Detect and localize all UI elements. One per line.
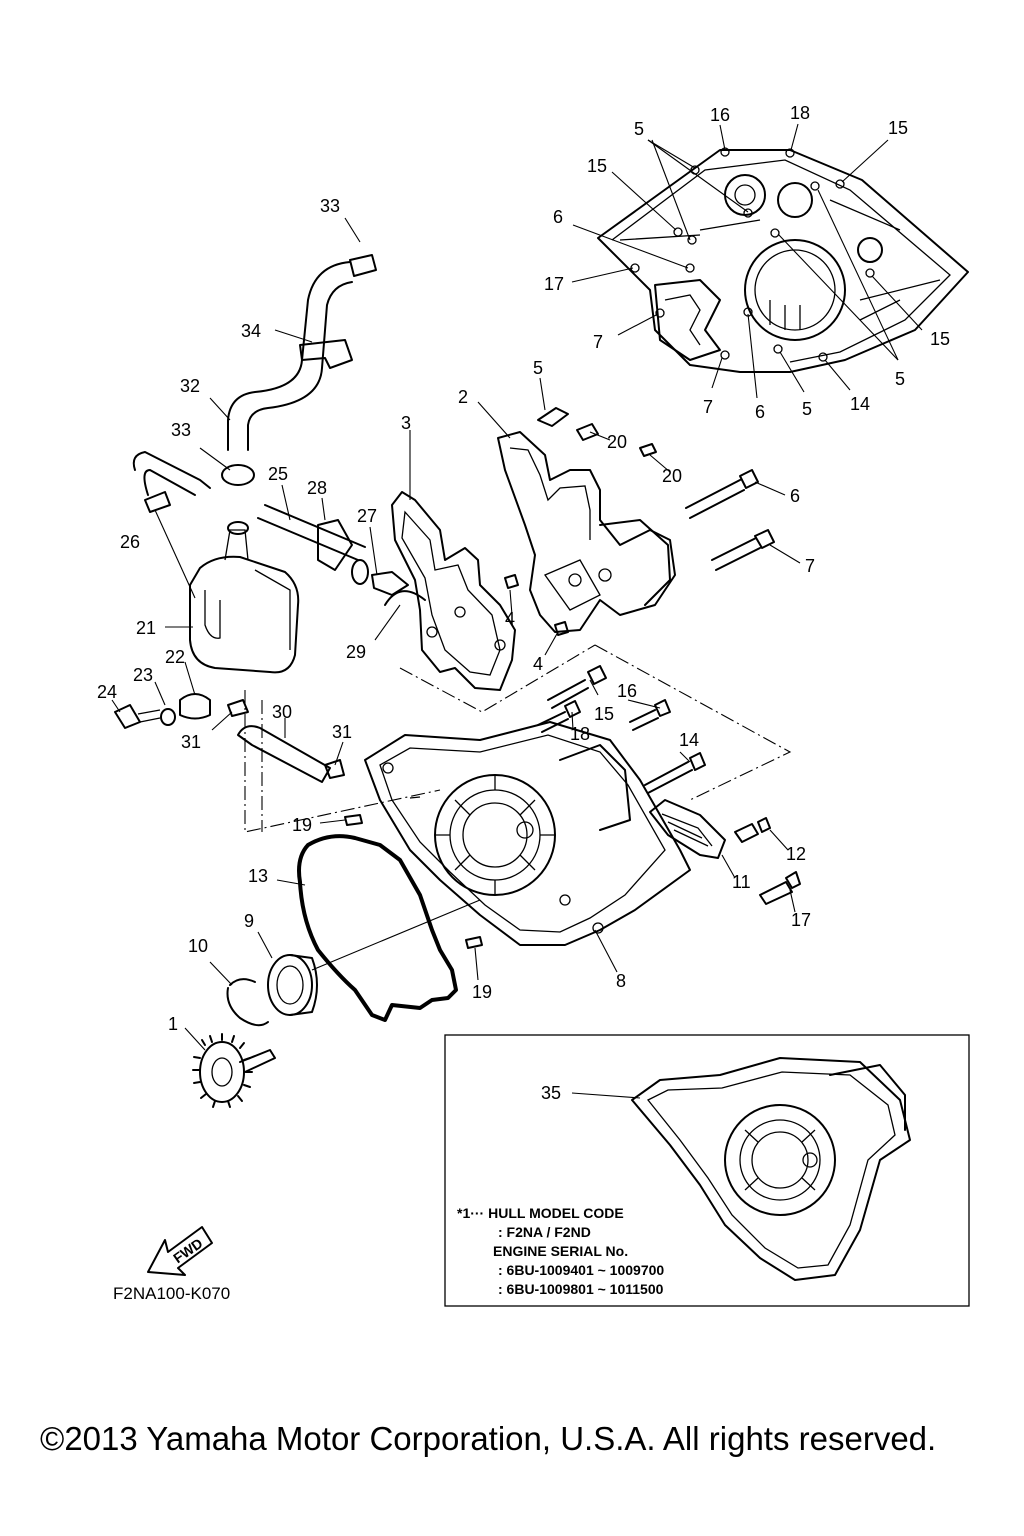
callout-20: 20 — [607, 432, 627, 452]
callout-13: 13 — [248, 866, 268, 886]
note-hull-models: : F2NA / F2ND — [498, 1224, 591, 1240]
callout-15: 15 — [594, 704, 614, 724]
copyright-notice: ©2013 Yamaha Motor Corporation, U.S.A. A… — [40, 1420, 936, 1457]
callout-26: 26 — [120, 532, 140, 552]
leader-lines-top-right — [571, 123, 923, 399]
callout-6: 6 — [790, 486, 800, 506]
callout-31: 31 — [332, 722, 352, 742]
bearing-9 — [257, 899, 481, 1016]
gasket-3 — [391, 491, 516, 691]
callout-27: 27 — [357, 506, 377, 526]
circlip-10 — [209, 961, 269, 1027]
callout-7: 7 — [703, 397, 713, 417]
callout-34: 34 — [241, 321, 261, 341]
leader-lines-center — [399, 377, 801, 801]
callout-10: 10 — [188, 936, 208, 956]
strainer-11 — [649, 799, 726, 859]
callout-16: 16 — [617, 681, 637, 701]
callout-6: 6 — [755, 402, 765, 422]
callout-28: 28 — [307, 478, 327, 498]
callout-12: 12 — [786, 844, 806, 864]
callout-22: 22 — [165, 647, 185, 667]
callout-5: 5 — [533, 358, 543, 378]
callout-2: 2 — [458, 387, 468, 407]
callout-5: 5 — [802, 399, 812, 419]
callout-5: 5 — [895, 369, 905, 389]
figure-code: F2NA100-K070 — [113, 1284, 230, 1303]
callout-8: 8 — [616, 971, 626, 991]
inset-note: *1··· HULL MODEL CODE : F2NA / F2ND ENGI… — [457, 1205, 664, 1297]
callout-1: 1 — [168, 1014, 178, 1034]
callout-9: 9 — [244, 911, 254, 931]
callout-4: 4 — [505, 609, 515, 629]
note-serial-range-1: : 6BU-1009401 ~ 1009700 — [498, 1262, 664, 1278]
callout-18: 18 — [790, 103, 810, 123]
note-serial-range-2: : 6BU-1009801 ~ 1011500 — [498, 1281, 664, 1297]
callout-21: 21 — [136, 618, 156, 638]
callout-7: 7 — [805, 556, 815, 576]
callout-4: 4 — [533, 654, 543, 674]
callout-29: 29 — [346, 642, 366, 662]
callout-35: 35 — [541, 1083, 561, 1103]
hose-and-filter-assembly — [114, 254, 426, 783]
callout-25: 25 — [268, 464, 288, 484]
pump-2 — [497, 407, 775, 636]
callout-23: 23 — [133, 665, 153, 685]
callout-3: 3 — [401, 413, 411, 433]
callout-5: 5 — [634, 119, 644, 139]
callout-17: 17 — [791, 910, 811, 930]
callout-19: 19 — [472, 982, 492, 1002]
callout-15: 15 — [930, 329, 950, 349]
callout-18: 18 — [570, 724, 590, 744]
inset-cover-35 — [571, 1057, 911, 1281]
callout-31: 31 — [181, 732, 201, 752]
inset-box — [444, 1034, 970, 1307]
callout-6: 6 — [553, 207, 563, 227]
callout-labels: 5 16 18 15 15 6 17 15 7 5 7 6 5 14 33 34… — [97, 103, 950, 1103]
callout-19: 19 — [292, 815, 312, 835]
crankcase-cover-8 — [364, 721, 691, 946]
crankcase-cover-rear-view — [597, 147, 969, 373]
callout-7: 7 — [593, 332, 603, 352]
callout-24: 24 — [97, 682, 117, 702]
o-ring-gasket-13 — [297, 834, 458, 1022]
note-hull-model-code: *1··· HULL MODEL CODE — [457, 1205, 624, 1221]
callout-32: 32 — [180, 376, 200, 396]
callout-15: 15 — [587, 156, 607, 176]
gear-1 — [184, 1027, 276, 1108]
leader-lines-lower — [276, 679, 796, 981]
callout-30: 30 — [272, 702, 292, 722]
callout-16: 16 — [710, 105, 730, 125]
callout-14: 14 — [679, 730, 699, 750]
note-engine-serial: ENGINE SERIAL No. — [493, 1243, 628, 1259]
callout-17: 17 — [544, 274, 564, 294]
callout-33: 33 — [320, 196, 340, 216]
callout-14: 14 — [850, 394, 870, 414]
callout-20: 20 — [662, 466, 682, 486]
fwd-arrow-icon: FWD — [147, 1226, 213, 1276]
bolts-lower — [344, 665, 801, 949]
callout-11: 11 — [732, 872, 751, 892]
callout-33: 33 — [171, 420, 191, 440]
leader-lines-left — [111, 217, 441, 833]
callout-15: 15 — [888, 118, 908, 138]
